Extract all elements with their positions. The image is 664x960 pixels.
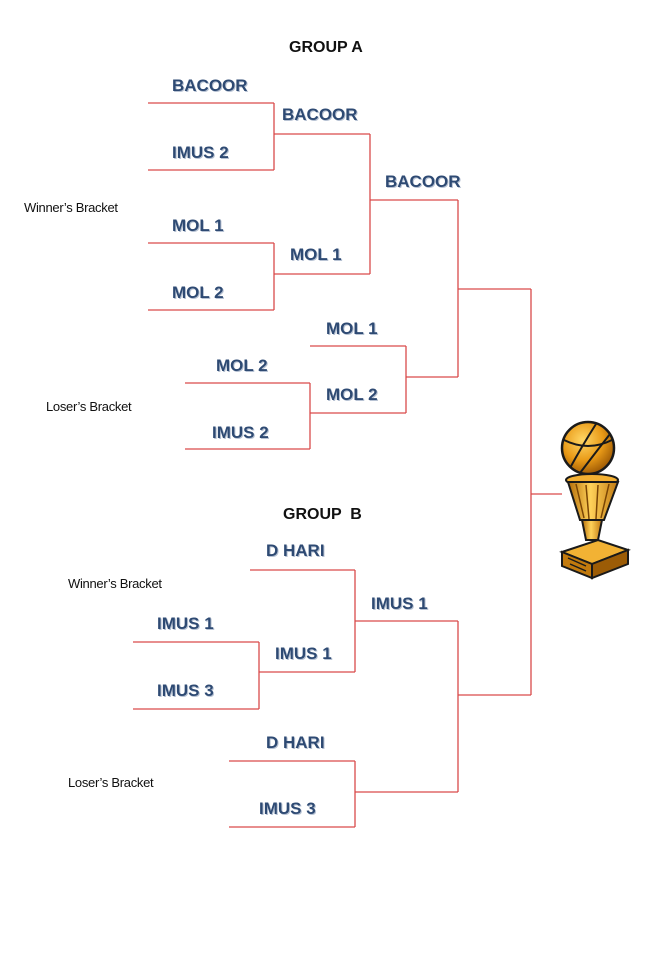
- gb-wb-final-team: IMUS 1: [371, 594, 428, 613]
- group-a-title: GROUP A: [289, 39, 363, 56]
- gb-lb-r1-team-2: IMUS 3: [259, 799, 316, 818]
- ga-lb-r2-team-1: MOL 1: [326, 319, 378, 338]
- ga-wb-r1-team-1: BACOOR: [172, 76, 248, 95]
- gb-winners-bracket-label: Winner’s Bracket: [68, 576, 162, 591]
- ga-wb-r1-team-4: MOL 2: [172, 283, 224, 302]
- ga-lb-r2-team-2: MOL 2: [326, 385, 378, 404]
- ga-wb-r2-team-1: BACOOR: [282, 105, 358, 124]
- ga-lb-r1-team-1: MOL 2: [216, 356, 268, 375]
- ga-wb-final-team: BACOOR: [385, 172, 461, 191]
- gb-losers-bracket-label: Loser’s Bracket: [68, 775, 154, 790]
- gb-lb-r1-team-1: D HARI: [266, 733, 325, 752]
- gb-wb-bye-team: D HARI: [266, 541, 325, 560]
- group-b-title: GROUP B: [283, 506, 362, 523]
- ga-winners-bracket-label: Winner’s Bracket: [24, 200, 118, 215]
- ga-wb-r2-team-2: MOL 1: [290, 245, 342, 264]
- gb-wb-r1-team-1: IMUS 1: [157, 614, 214, 633]
- ga-lb-r1-team-2: IMUS 2: [212, 423, 269, 442]
- gb-wb-r1-team-2: IMUS 3: [157, 681, 214, 700]
- gb-wb-r1-winner-team: IMUS 1: [275, 644, 332, 663]
- ga-losers-bracket-label: Loser’s Bracket: [46, 399, 132, 414]
- trophy-icon: [552, 418, 634, 587]
- ga-wb-r1-team-2: IMUS 2: [172, 143, 229, 162]
- ga-wb-r1-team-3: MOL 1: [172, 216, 224, 235]
